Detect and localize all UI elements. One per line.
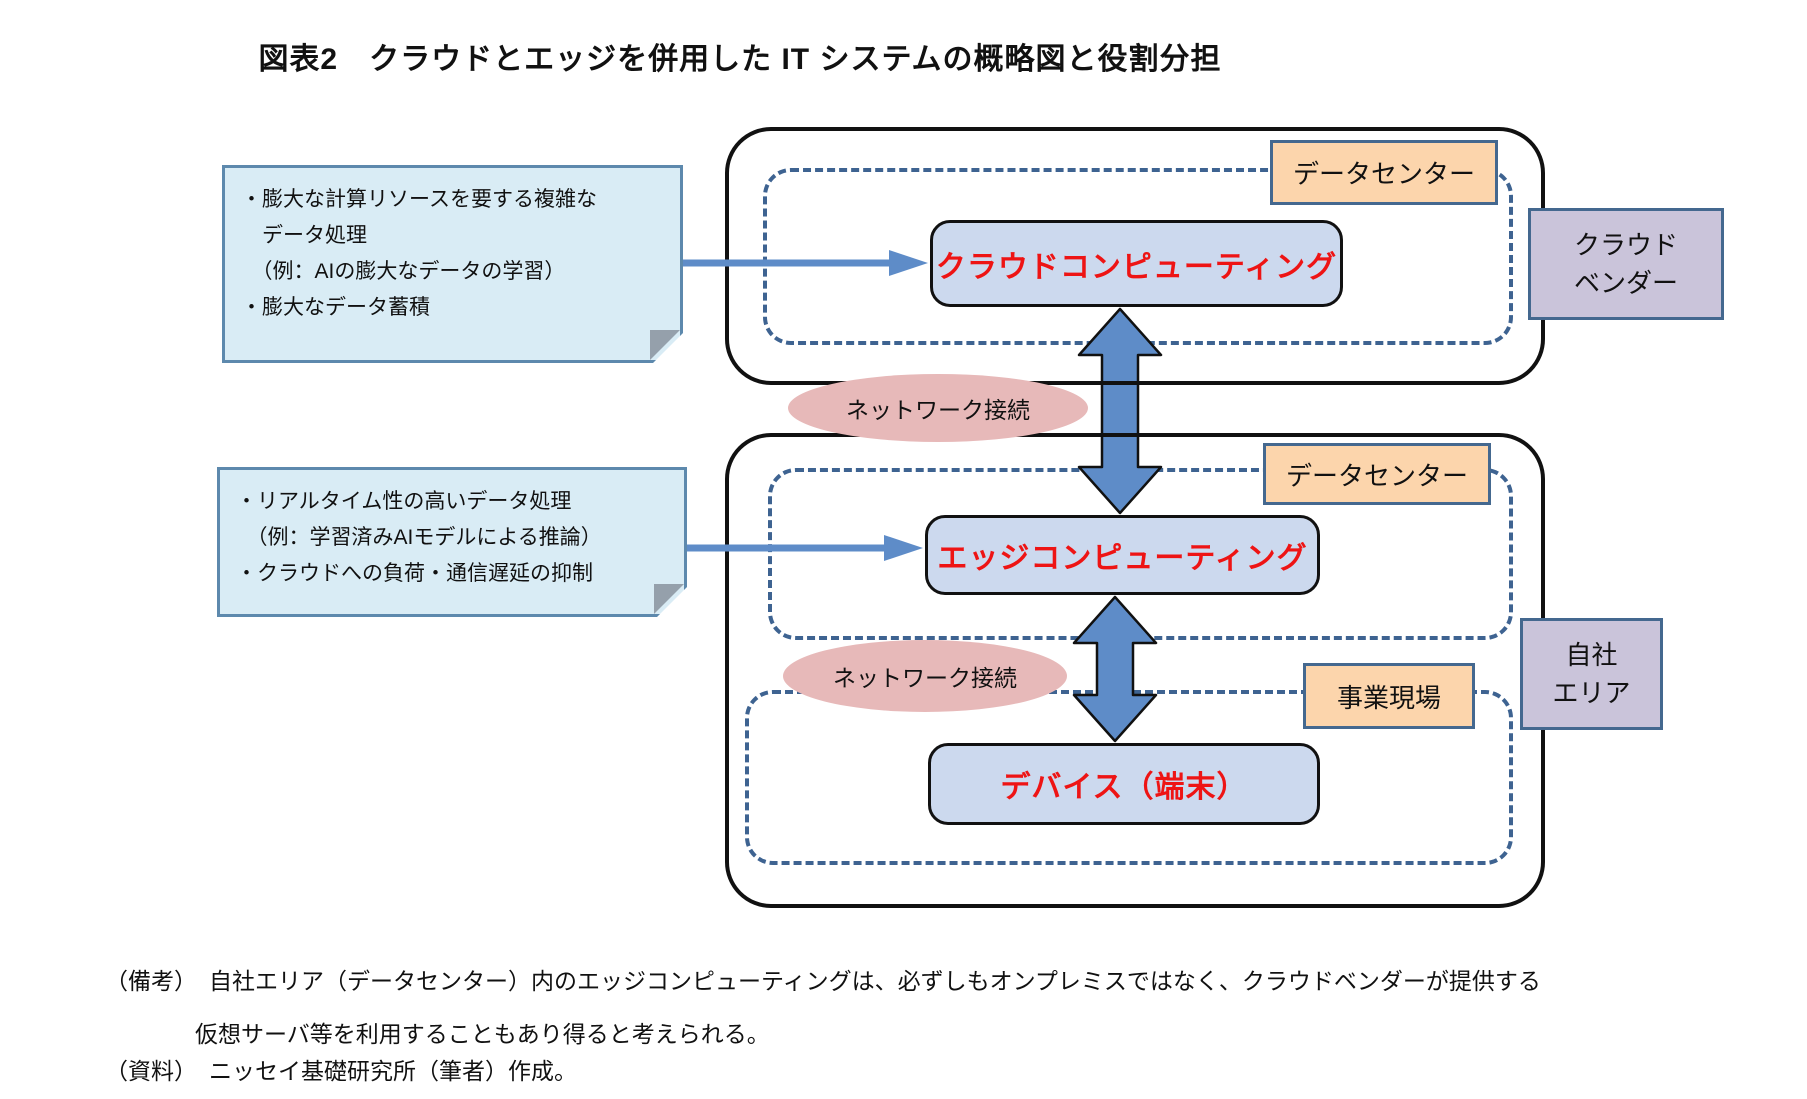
folded-corner-icon xyxy=(654,584,684,614)
cloud-vendor-line2: ベンダー xyxy=(1573,268,1678,298)
company-area-line1: 自社 xyxy=(1565,640,1618,670)
remark-label: （備考） xyxy=(105,969,197,994)
cloud-computing-box: クラウドコンピューティング xyxy=(930,220,1343,307)
cloud-vendor-side-label: クラウド ベンダー xyxy=(1528,208,1724,320)
remark-text-line2: 仮想サーバ等を利用することもあり得ると考えられる。 xyxy=(195,1022,770,1047)
device-box: デバイス（端末） xyxy=(928,743,1320,825)
business-site-tag-label: 事業現場 xyxy=(1336,682,1441,713)
note-to-edge-arrow xyxy=(687,535,923,561)
source-footnote: （資料） ニッセイ基礎研究所（筆者）作成。 xyxy=(105,1052,1605,1086)
source-label: （資料） xyxy=(105,1059,197,1084)
cloud-role-note-line: （例：AIの膨大なデータの学習） xyxy=(241,260,566,283)
edge-device-connection-arrow xyxy=(1072,595,1158,743)
business-site-tag: 事業現場 xyxy=(1303,663,1475,729)
source-text: ニッセイ基礎研究所（筆者）作成。 xyxy=(209,1059,577,1084)
remark-footnote-line2: 仮想サーバ等を利用することもあり得ると考えられる。 xyxy=(195,1015,1695,1049)
edge-computing-box: エッジコンピューティング xyxy=(925,515,1320,595)
remark-text-line1: 自社エリア（データセンター）内のエッジコンピューティングは、必ずしもオンプレミス… xyxy=(209,969,1541,994)
folded-corner-icon xyxy=(650,330,680,360)
cloud-role-note-line: ・膨大なデータ蓄積 xyxy=(241,296,430,319)
network-link-upper-label: ネットワーク接続 xyxy=(846,397,1030,423)
cloud-computing-label: クラウドコンピューティング xyxy=(935,250,1338,284)
network-link-ellipse-lower: ネットワーク接続 xyxy=(783,640,1067,712)
cloud-vendor-line1: クラウド xyxy=(1573,230,1678,260)
edge-computing-label: エッジコンピューティング xyxy=(937,542,1308,575)
network-link-lower-label: ネットワーク接続 xyxy=(833,665,1017,691)
company-area-line2: エリア xyxy=(1552,678,1631,708)
datacenter-tag-cloud: データセンター xyxy=(1270,140,1498,205)
company-area-side-label: 自社 エリア xyxy=(1520,618,1663,730)
cloud-role-note-line: ・膨大な計算リソースを要する複雑な xyxy=(241,188,597,211)
datacenter-tag-company-label: データセンター xyxy=(1285,460,1468,491)
note-to-cloud-arrow xyxy=(683,250,928,276)
edge-role-note: ・リアルタイム性の高いデータ処理 （例：学習済みAIモデルによる推論） ・クラウ… xyxy=(217,467,687,617)
figure-title: 図表2 クラウドとエッジを併用した IT システムの概略図と役割分担 xyxy=(258,43,1222,76)
device-label: デバイス（端末） xyxy=(1000,771,1248,804)
cloud-edge-connection-arrow xyxy=(1077,307,1163,515)
edge-role-note-line: ・リアルタイム性の高いデータ処理 xyxy=(236,490,572,513)
cloud-role-note: ・膨大な計算リソースを要する複雑な データ処理 （例：AIの膨大なデータの学習）… xyxy=(222,165,683,363)
remark-footnote: （備考） 自社エリア（データセンター）内のエッジコンピューティングは、必ずしもオ… xyxy=(105,962,1725,996)
edge-role-note-line: ・クラウドへの負荷・通信遅延の抑制 xyxy=(236,562,593,585)
edge-role-note-line: （例：学習済みAIモデルによる推論） xyxy=(236,526,602,549)
cloud-role-note-line: データ処理 xyxy=(241,224,367,247)
network-link-ellipse-upper: ネットワーク接続 xyxy=(788,374,1088,442)
datacenter-tag-company: データセンター xyxy=(1263,443,1491,505)
datacenter-tag-cloud-label: データセンター xyxy=(1292,159,1475,189)
